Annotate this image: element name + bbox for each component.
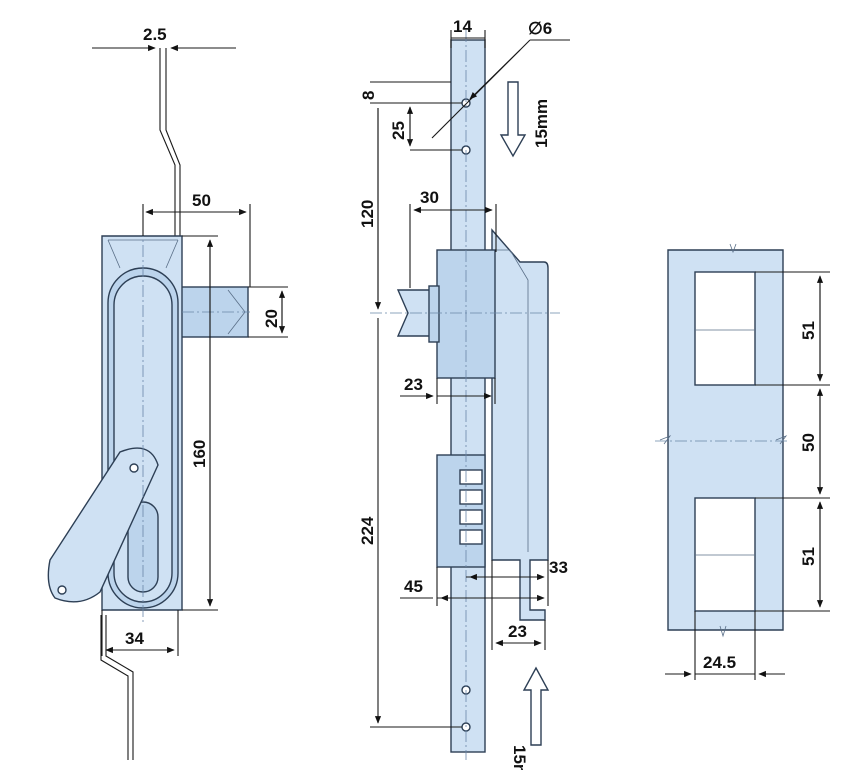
dim-upper-length: 120 xyxy=(358,200,377,228)
dim-lower-slot: 51 xyxy=(799,547,818,566)
handle-lever[interactable] xyxy=(47,447,159,603)
dim-tongue-depth: 23 xyxy=(404,375,423,394)
lower-slot xyxy=(694,497,756,612)
dim-body-depth: 30 xyxy=(420,188,439,207)
front-view: 2.5 50 20 xyxy=(47,25,288,760)
dim-bar-width: 14 xyxy=(453,17,472,36)
rear-plate xyxy=(491,228,549,621)
lower-rod xyxy=(100,615,129,760)
dim-gap: 50 xyxy=(799,433,818,452)
dim-hole-diameter: ∅6 xyxy=(528,19,552,38)
dim-tongue-height: 20 xyxy=(262,309,281,328)
dim-hole-spacing: 25 xyxy=(389,121,408,140)
upper-rod xyxy=(159,48,176,236)
dim-slot-width: 24.5 xyxy=(703,653,736,672)
cutout-view: 51 50 51 24.5 xyxy=(655,243,830,680)
dim-lower-offset: 23 xyxy=(508,622,527,641)
upper-slot xyxy=(694,271,756,386)
dim-lower-travel: 15mm xyxy=(510,745,529,770)
dim-body-length: 160 xyxy=(190,440,209,468)
dim-handle-projection: 33 xyxy=(549,558,568,577)
dim-hole-offset: 8 xyxy=(359,91,378,100)
dim-lower-length: 224 xyxy=(358,516,377,545)
dim-top-width: 2.5 xyxy=(143,25,167,44)
dim-tongue-offset: 50 xyxy=(192,191,211,210)
dim-handle-depth: 45 xyxy=(404,577,423,596)
dim-upper-slot: 51 xyxy=(799,321,818,340)
dim-upper-travel: 15mm xyxy=(532,99,551,148)
travel-arrow-up xyxy=(522,666,550,746)
travel-arrow-down xyxy=(499,81,527,158)
side-view: 14 ∅6 8 25 15mm 120 30 23 xyxy=(358,17,570,770)
dim-body-width: 34 xyxy=(125,629,144,648)
